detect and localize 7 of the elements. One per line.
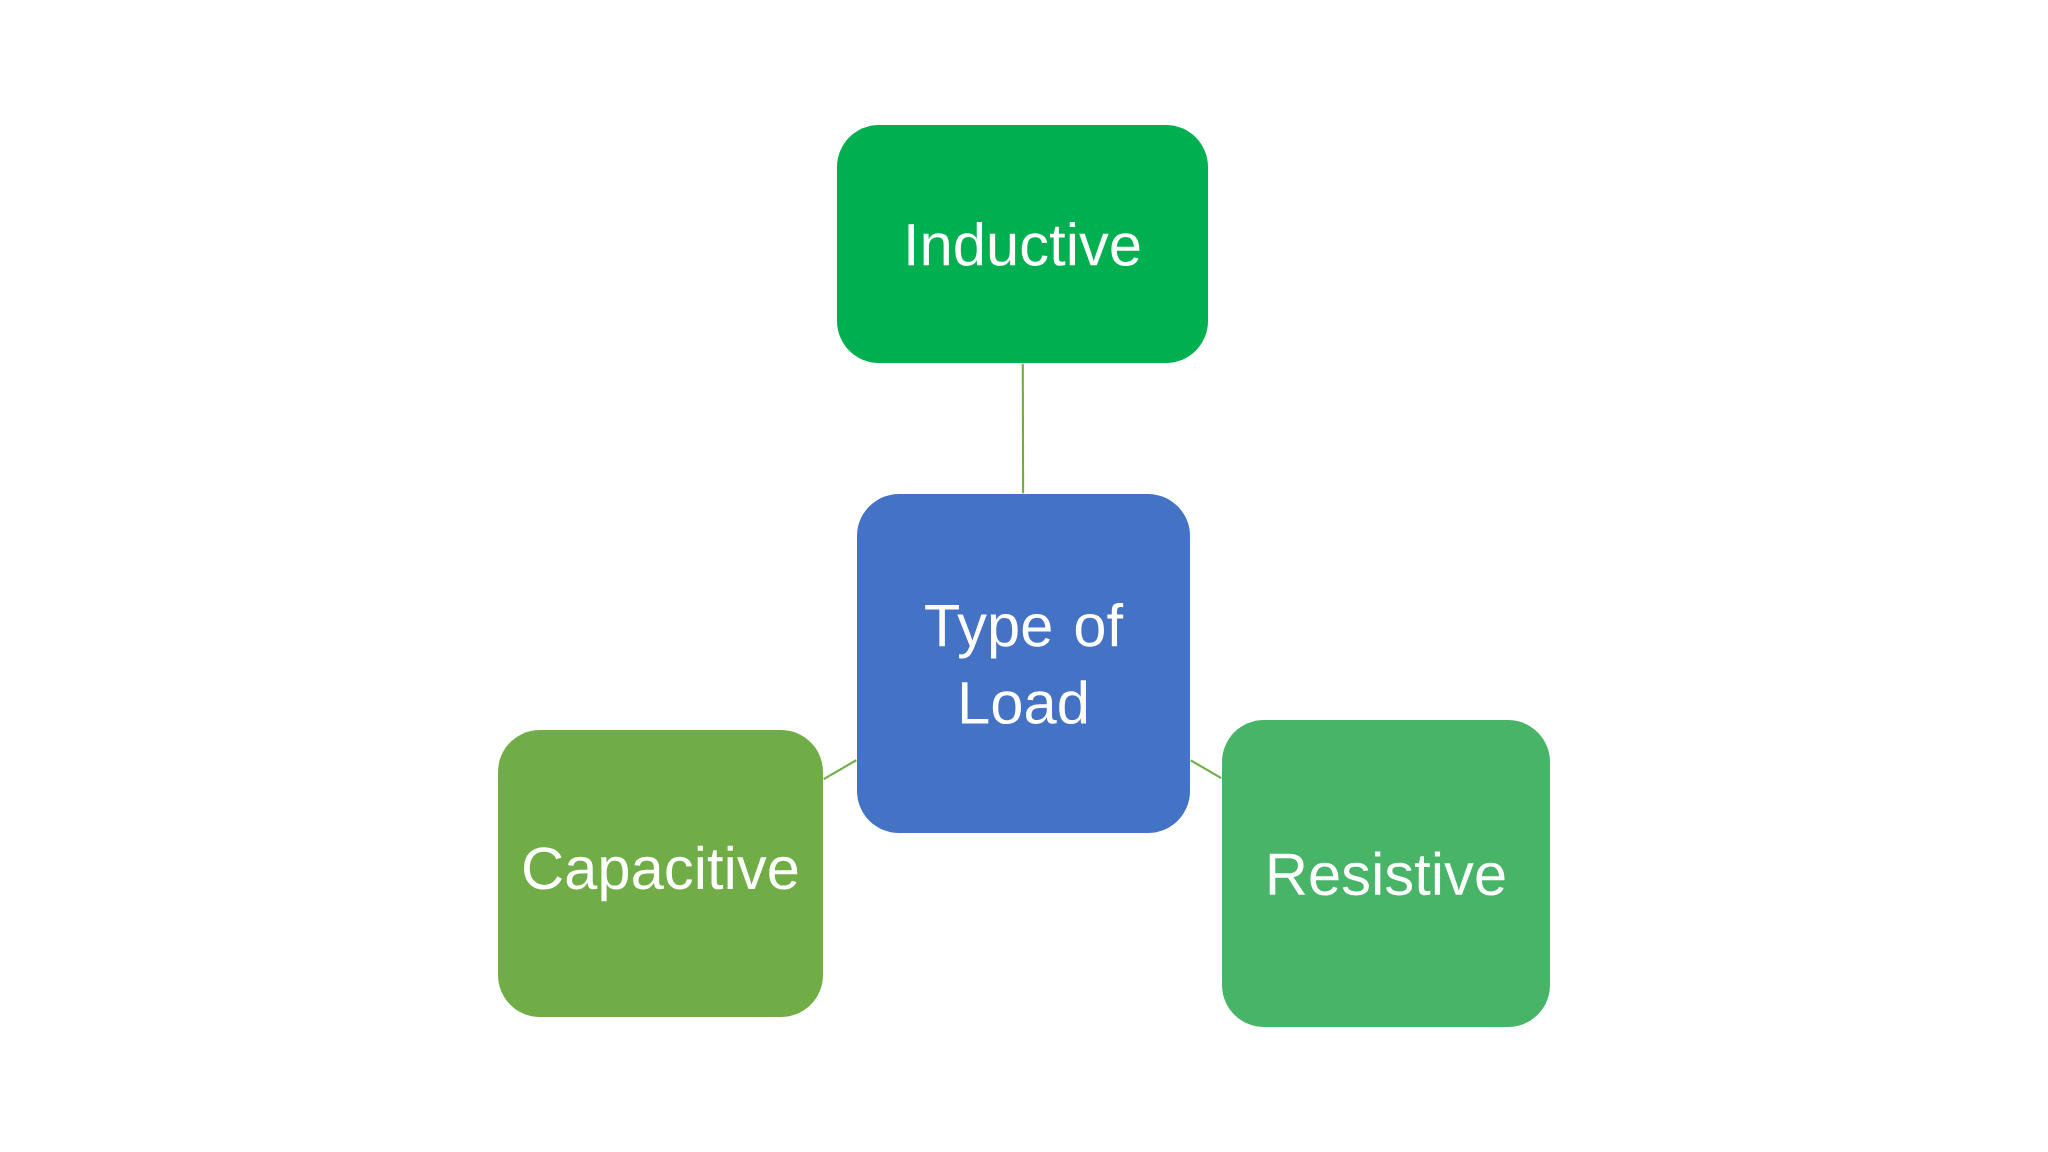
box: Capacitive	[498, 730, 823, 1017]
box: Type of Load	[857, 494, 1190, 833]
connector-line	[823, 759, 857, 781]
connector-line	[1190, 759, 1222, 780]
box: Resistive	[1222, 720, 1550, 1027]
box: Inductive	[837, 125, 1208, 363]
connector-line	[1021, 363, 1025, 494]
